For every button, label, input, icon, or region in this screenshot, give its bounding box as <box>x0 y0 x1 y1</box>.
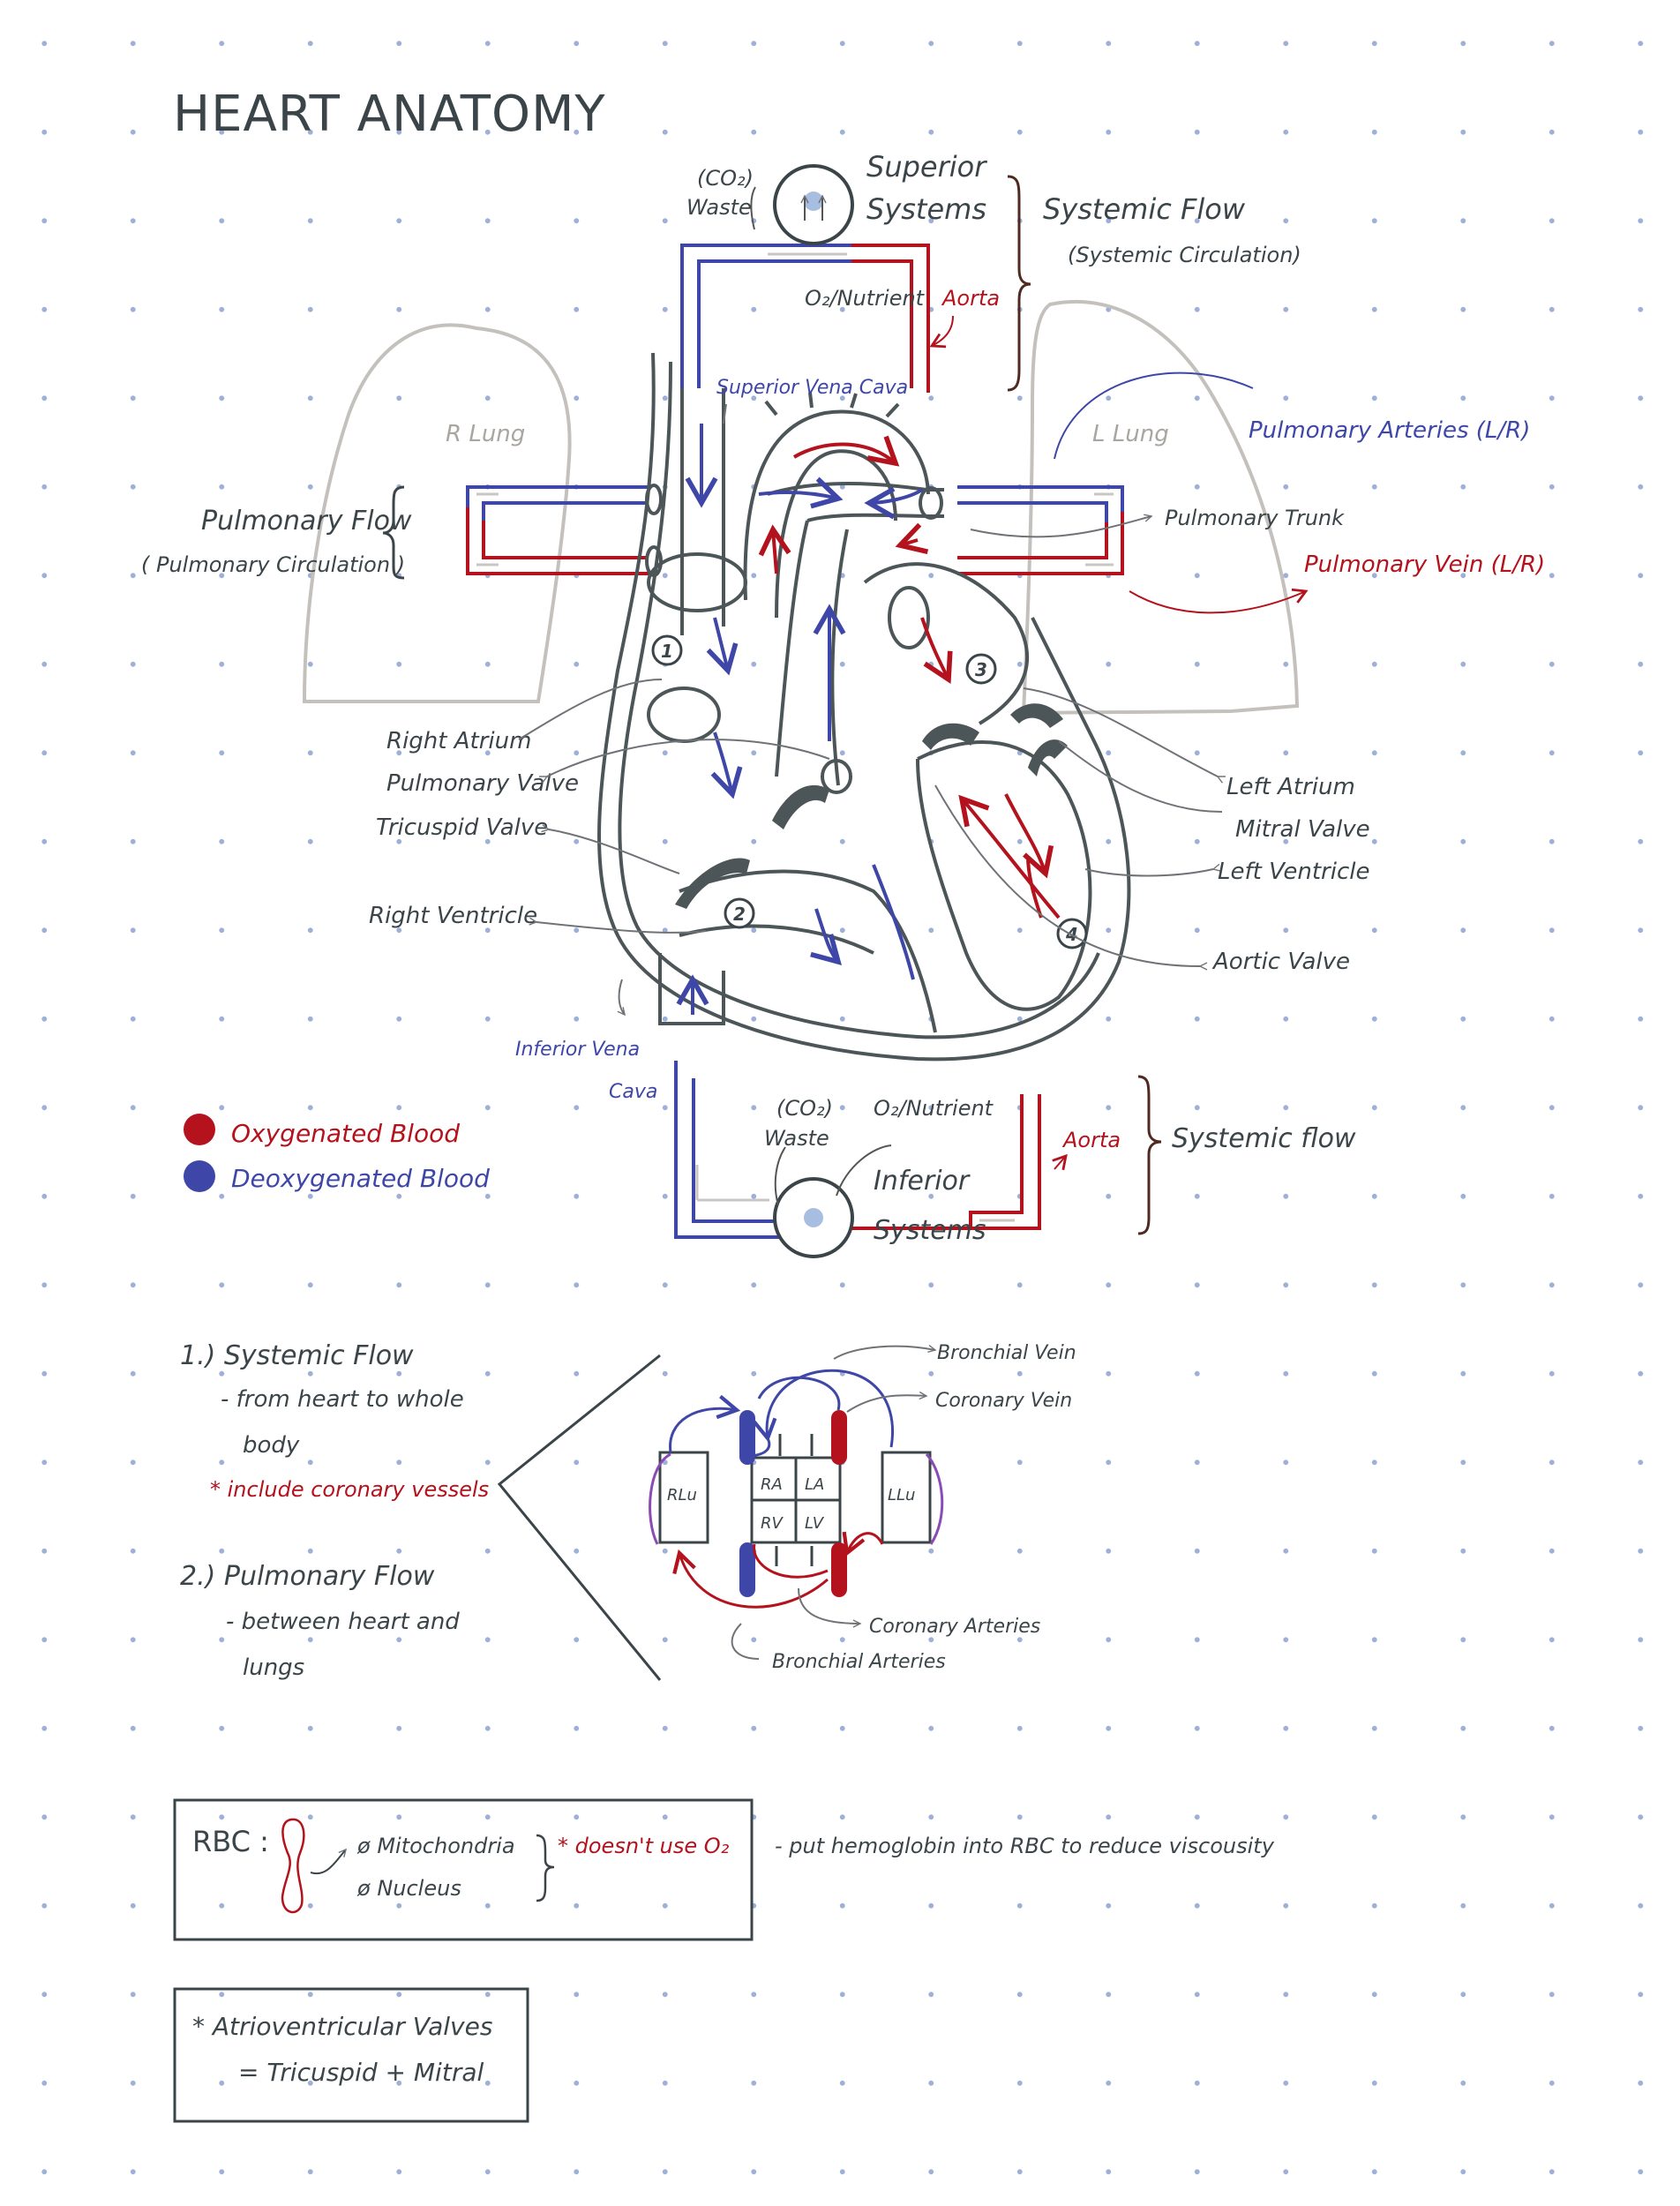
heart-illustration <box>597 352 1131 1062</box>
heart-leader-lines <box>518 679 1226 1017</box>
bronchial-arteries-label: Bronchial Arteries <box>772 1651 946 1673</box>
mini-leader-lines <box>731 1344 937 1660</box>
tricuspid-valve-label: Tricuspid Valve <box>376 814 548 841</box>
step-number-2: 2 <box>733 904 746 925</box>
deoxygenated-swatch <box>184 1160 215 1192</box>
inferior-systemic-loop <box>674 1061 1041 1258</box>
ivc-label-line1: Inferior Vena <box>515 1039 640 1061</box>
step-marker-1: 1 <box>651 634 683 666</box>
note-2-line2: lungs <box>243 1654 304 1681</box>
mini-rlu-box <box>658 1451 709 1544</box>
note-1-line1: - from heart to whole <box>221 1386 464 1413</box>
pulmonary-arteries-label: Pulmonary Arteries (L/R) <box>1249 417 1530 444</box>
svc-label: Superior Vena Cava <box>716 377 908 399</box>
mini-ra-label: RA <box>761 1475 783 1494</box>
note-1-line2: body <box>243 1432 300 1459</box>
inferior-systems-line1: Inferior <box>874 1166 971 1197</box>
pulmonary-vein-label: Pulmonary Vein (L/R) <box>1304 552 1545 578</box>
left-pulmonary-loop <box>957 485 1124 575</box>
mini-rlu-label: RLu <box>667 1486 697 1504</box>
top-nutrient-label: O₂/Nutrient <box>805 286 926 311</box>
rbc-nucleus: ø Nucleus <box>356 1876 461 1901</box>
blood-flow-arrows <box>676 424 1061 1015</box>
oxygenated-swatch <box>184 1114 215 1145</box>
bronchial-vein-label: Bronchial Vein <box>937 1342 1076 1364</box>
top-aorta-label: Aorta <box>941 286 1000 311</box>
systemic-flow-label-bottom: Systemic flow <box>1172 1123 1356 1154</box>
note-2-line1: - between heart and <box>226 1609 460 1635</box>
heart-valves <box>675 703 1068 909</box>
left-ventricle-label: Left Ventricle <box>1218 859 1369 885</box>
mini-la-label: LA <box>805 1475 824 1494</box>
rbc-cell-icon <box>281 1818 305 1914</box>
right-lung-outline <box>302 323 572 703</box>
av-valves-equation: = Tricuspid + Mitral <box>238 2058 484 2087</box>
pulmonary-trunk-label: Pulmonary Trunk <box>1165 506 1345 530</box>
legend: Oxygenated Blood Deoxygenated Blood <box>184 1114 490 1193</box>
systemic-circulation-label: (Systemic Circulation) <box>1068 243 1301 267</box>
systemic-flow-label-top: Systemic Flow <box>1043 192 1246 226</box>
oxygenated-legend-label: Oxygenated Blood <box>231 1119 460 1148</box>
mitral-valve-label: Mitral Valve <box>1235 816 1370 843</box>
pulmonary-valve-label: Pulmonary Valve <box>386 770 579 797</box>
page-title: HEART ANATOMY <box>173 86 606 143</box>
step-number-1: 1 <box>661 641 673 662</box>
bottom-aorta-label: Aorta <box>1061 1128 1121 1152</box>
note-2-title: 2.) Pulmonary Flow <box>180 1561 435 1592</box>
right-pulmonary-loop <box>466 485 649 575</box>
left-atrium-label: Left Atrium <box>1226 774 1355 800</box>
pulmonary-circulation-label: ( Pulmonary Circulation ) <box>141 552 405 577</box>
av-valves-box <box>173 1987 529 2123</box>
left-lung-label: L Lung <box>1092 421 1169 447</box>
right-lung-label: R Lung <box>446 421 525 447</box>
pulmonary-flow-label: Pulmonary Flow <box>201 506 412 536</box>
bottom-co2-label: (CO₂) <box>776 1096 833 1121</box>
mini-llu-box <box>881 1451 932 1544</box>
inferior-systems-line2: Systems <box>874 1215 986 1246</box>
mini-circulation-diagram <box>649 1369 944 1609</box>
right-ventricle-label: Right Ventricle <box>369 903 537 929</box>
superior-systemic-loop <box>680 164 930 393</box>
bottom-waste-label: Waste <box>764 1126 829 1151</box>
note-1-title: 1.) Systemic Flow <box>180 1340 414 1371</box>
step-number-3: 3 <box>975 659 987 680</box>
aortic-valve-label: Aortic Valve <box>1211 949 1350 975</box>
av-valves-title: * Atrioventricular Valves <box>192 2012 492 2041</box>
ivc-label-line2: Cava <box>609 1081 657 1103</box>
step-marker-2: 2 <box>724 897 755 929</box>
rbc-mitochondria: ø Mitochondria <box>356 1834 515 1858</box>
superior-systems-line1: Superior <box>866 150 987 184</box>
step-marker-4: 4 <box>1056 918 1088 949</box>
rbc-side-note: - put hemoglobin into RBC to reduce visc… <box>775 1834 1275 1858</box>
note-1-coronary: * include coronary vessels <box>210 1477 489 1502</box>
step-marker-3: 3 <box>965 653 997 685</box>
deoxygenated-legend-label: Deoxygenated Blood <box>231 1164 490 1193</box>
top-co2-label: (CO₂) <box>697 166 754 191</box>
mini-lv-label: LV <box>805 1514 825 1533</box>
coronary-arteries-label: Coronary Arteries <box>869 1616 1040 1638</box>
systemic-flow-brace-top <box>1007 175 1031 392</box>
rbc-box <box>173 1798 754 1941</box>
bottom-nutrient-label: O₂/Nutrient <box>874 1096 994 1121</box>
mini-rv-label: RV <box>761 1514 784 1533</box>
callout-wedge <box>497 1354 662 1681</box>
right-atrium-label: Right Atrium <box>386 728 531 754</box>
rbc-brace <box>536 1834 555 1902</box>
rbc-label: RBC : <box>192 1825 269 1858</box>
mini-llu-label: LLu <box>888 1486 915 1504</box>
systemic-flow-brace-bottom <box>1137 1075 1162 1235</box>
coronary-vein-label: Coronary Vein <box>935 1390 1072 1412</box>
top-waste-label: Waste <box>686 195 752 220</box>
pulmonary-flow-brace <box>382 485 405 580</box>
left-lung-outline <box>1021 299 1300 716</box>
rbc-o2-note: * doesn't use O₂ <box>558 1834 730 1858</box>
superior-systems-line2: Systems <box>866 192 986 226</box>
